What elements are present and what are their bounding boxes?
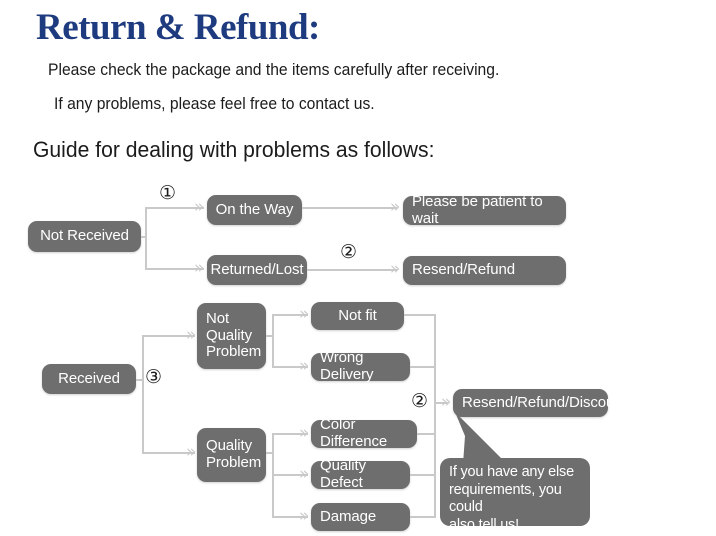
connector-merge-color-difference — [417, 433, 436, 435]
connector-merge-bus — [434, 314, 436, 517]
node-damage: Damage — [311, 503, 410, 531]
node-not-received: Not Received — [28, 221, 141, 252]
arrowhead-on-the-way: » — [194, 197, 205, 217]
arrowhead-returned-lost: » — [194, 258, 205, 278]
connector-received-stub — [136, 379, 144, 381]
connector-q-stub — [266, 452, 274, 454]
connector-not-received-bus — [145, 208, 147, 269]
intro-line-1: Please check the package and the items c… — [48, 61, 500, 79]
arrowhead-please-wait: » — [390, 197, 401, 217]
connector-not-received-stub — [141, 236, 147, 238]
node-please-be-patient: Please be patient to wait — [403, 193, 566, 226]
marker-2-bottom: ② — [411, 390, 429, 412]
node-received: Received — [42, 364, 136, 394]
connector-to-not-fit — [272, 314, 308, 316]
connector-to-quality-defect — [272, 474, 308, 476]
node-on-the-way: On the Way — [207, 195, 302, 225]
node-wrong-delivery: Wrong Delivery — [311, 349, 410, 383]
connector-to-returned-lost — [145, 268, 204, 270]
connector-merge-wrong-delivery — [410, 366, 436, 368]
connector-to-quality — [142, 452, 195, 454]
connector-to-not-quality — [142, 335, 195, 337]
arrowhead-quality: » — [186, 442, 197, 462]
connector-q-bus — [272, 434, 274, 518]
marker-1: ① — [159, 182, 177, 204]
connector-to-wrong-delivery — [272, 366, 308, 368]
arrowhead-color-difference: » — [299, 423, 310, 443]
arrowhead-damage: » — [299, 506, 310, 526]
callout-tail-icon — [455, 412, 507, 464]
node-returned-lost: Returned/Lost — [207, 255, 307, 285]
guide-heading: Guide for dealing with problems as follo… — [33, 137, 435, 162]
connector-merge-not-fit — [404, 314, 436, 316]
connector-received-bus — [142, 336, 144, 453]
connector-returned-lost-out — [307, 269, 397, 271]
callout-bubble: If you have any else requirements, you c… — [440, 458, 590, 533]
page-title: Return & Refund: — [36, 7, 320, 48]
arrowhead-not-quality: » — [186, 325, 197, 345]
node-not-fit: Not fit — [311, 302, 404, 330]
node-not-quality-problem: Not Quality Problem — [197, 303, 266, 369]
connector-nq-stub — [266, 335, 274, 337]
connector-to-on-the-way — [145, 207, 204, 209]
arrowhead-not-fit: » — [299, 304, 310, 324]
node-quality-defect: Quality Defect — [311, 457, 410, 491]
arrowhead-quality-defect: » — [299, 464, 310, 484]
node-resend-refund-discount: Resend/Refund/Discount — [453, 389, 627, 417]
connector-on-the-way-out — [302, 207, 397, 209]
node-resend-refund: Resend/Refund — [403, 256, 566, 285]
arrowhead-wrong-delivery: » — [299, 356, 310, 376]
intro-line-2: If any problems, please feel free to con… — [54, 95, 375, 113]
connector-nq-bus — [272, 315, 274, 368]
arrowhead-resend-refund: » — [390, 259, 401, 279]
connector-to-color-difference — [272, 433, 308, 435]
connector-merge-quality-defect — [410, 474, 436, 476]
marker-2-top: ② — [340, 241, 358, 263]
marker-3: ③ — [145, 366, 163, 388]
node-color-difference: Color Difference — [311, 416, 417, 450]
connector-merge-out — [434, 402, 448, 404]
arrowhead-resend-refund-discount: » — [441, 392, 452, 412]
connector-merge-damage — [410, 516, 436, 518]
connector-to-damage — [272, 516, 308, 518]
node-quality-problem: Quality Problem — [197, 428, 266, 482]
